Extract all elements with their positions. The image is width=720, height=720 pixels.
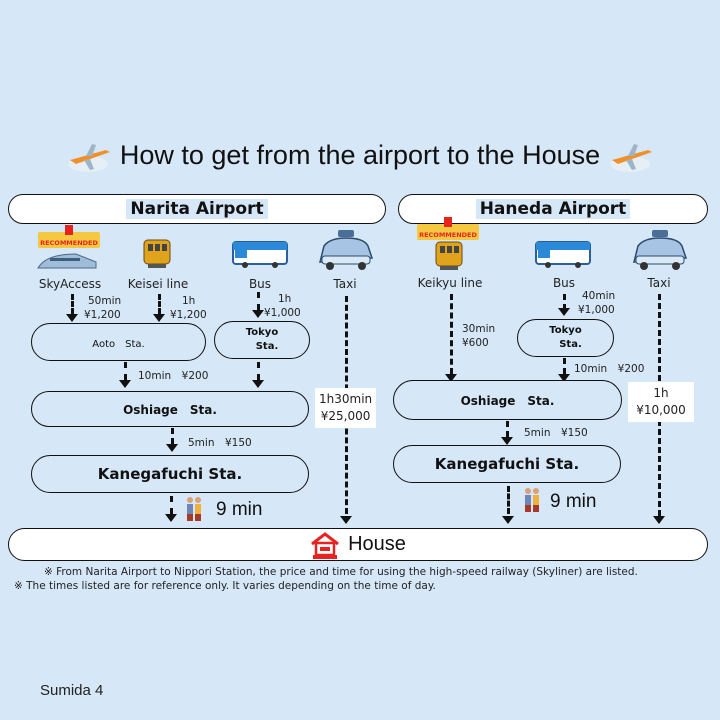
oshiage-kanegafuchi-fare: 5min ¥150 [188, 437, 252, 449]
station-kanegafuchi-label: Kanegafuchi Sta. [97, 465, 243, 483]
house-label: House [348, 533, 406, 555]
route-line [563, 294, 566, 310]
station-kanegafuchi-narita: Kanegafuchi Sta. [31, 455, 309, 493]
mode-label-taxi: Taxi [333, 277, 357, 291]
route-line [257, 362, 260, 380]
route-line [507, 486, 510, 514]
arrow-down-icon [340, 516, 352, 524]
keikyu-time: 30min [462, 323, 496, 335]
keisei-time: 1h [182, 295, 196, 307]
skyaccess-time: 50min [88, 295, 122, 307]
arrow-down-icon [165, 514, 177, 522]
arrow-down-icon [252, 380, 264, 388]
svg-text:RECOMMENDED: RECOMMENDED [40, 239, 98, 247]
title-text: How to get from the airport to the House [119, 140, 601, 171]
mode-label-taxi: Taxi [647, 276, 671, 290]
mode-label-bus: Bus [248, 277, 272, 291]
station-tokyo-haneda: Tokyo Sta. [517, 319, 614, 357]
station-oshiage-label: Oshiage Sta. [460, 393, 555, 408]
arrow-down-icon [252, 310, 264, 318]
route-line [450, 294, 453, 374]
station-tokyo-label-sta: Sta. [255, 341, 279, 352]
mode-label-bus: Bus [552, 276, 576, 290]
station-tokyo-narita: Tokyo Sta. [214, 321, 310, 359]
arrow-down-icon [166, 444, 178, 452]
note-reference-times: ※ The times listed are for reference onl… [14, 580, 436, 592]
station-tokyo-label-sta: Sta. [559, 339, 582, 350]
recommended-badge: RECOMMENDED [417, 217, 479, 240]
station-tokyo-label: Tokyo [245, 327, 279, 338]
mode-label-keisei: Keisei line [127, 277, 189, 291]
narita-taxi-time: 1h30min [319, 392, 373, 406]
station-aoto-label: Aoto Sta. [92, 338, 145, 350]
narita-walk-time: 9 min [216, 499, 263, 520]
arrow-down-icon [501, 437, 513, 445]
haneda-taxi-fare: 1h ¥10,000 [628, 382, 694, 422]
walking-people-icon [187, 497, 201, 521]
haneda-oshiage-kanegafuchi-fare: 5min ¥150 [524, 427, 588, 439]
footer-label: Sumida 4 [40, 682, 104, 699]
narita-bus-price: ¥1,000 [264, 307, 301, 319]
skyaccess-price: ¥1,200 [84, 309, 121, 321]
arrow-down-icon [445, 374, 457, 382]
narita-header-label: Narita Airport [126, 199, 268, 219]
keisei-price: ¥1,200 [170, 309, 207, 321]
route-line [71, 294, 74, 314]
route-line [506, 421, 509, 437]
svg-text:RECOMMENDED: RECOMMENDED [419, 231, 477, 239]
haneda-bus-time: 40min [582, 290, 616, 302]
route-line [563, 358, 566, 374]
haneda-taxi-time: 1h [653, 386, 669, 400]
narita-taxi-fare: 1h30min ¥25,000 [315, 388, 377, 428]
train-icon [143, 239, 171, 268]
narita-bus-time: 1h [278, 293, 292, 305]
mode-label-skyaccess: SkyAccess [38, 277, 102, 291]
route-line [171, 428, 174, 444]
arrow-down-icon [558, 308, 570, 316]
house-destination: House [8, 528, 708, 561]
train-icon [435, 241, 463, 270]
aoto-oshiage-fare: 10min ¥200 [138, 370, 209, 382]
recommended-badge: RECOMMENDED [38, 225, 100, 248]
station-oshiage-label: Oshiage Sta. [123, 402, 217, 417]
arrow-down-icon [558, 374, 570, 382]
airplane-icon [68, 144, 111, 172]
arrow-down-icon [653, 516, 665, 524]
station-kanegafuchi-label: Kanegafuchi Sta. [434, 455, 580, 473]
haneda-airport-header: Haneda Airport [398, 194, 708, 224]
narita-airport-header: Narita Airport [8, 194, 386, 224]
arrow-down-icon [66, 314, 78, 322]
haneda-header-label: Haneda Airport [475, 199, 631, 219]
house-icon [311, 531, 340, 559]
haneda-taxi-price: ¥10,000 [636, 403, 686, 417]
page-title: How to get from the airport to the House [0, 140, 720, 174]
arrow-down-icon [502, 516, 514, 524]
walking-people-icon [525, 488, 539, 512]
arrow-down-icon [153, 314, 165, 322]
tokyo-oshiage-fare: 10min ¥200 [574, 363, 645, 375]
station-aoto: Aoto Sta. [31, 323, 206, 361]
route-line [158, 294, 161, 314]
route-line [170, 496, 173, 514]
narita-taxi-price: ¥25,000 [320, 409, 371, 423]
airplane-icon [609, 144, 652, 172]
station-oshiage-haneda: Oshiage Sta. [393, 380, 622, 420]
shinkansen-train-icon [37, 253, 97, 269]
route-line [257, 292, 260, 310]
arrow-down-icon [119, 380, 131, 388]
keikyu-price: ¥600 [462, 337, 489, 349]
haneda-bus-price: ¥1,000 [578, 304, 615, 316]
station-oshiage-narita: Oshiage Sta. [31, 391, 309, 427]
bus-icon [535, 241, 591, 268]
haneda-walk-time: 9 min [550, 491, 597, 512]
station-tokyo-label: Tokyo [549, 325, 582, 336]
note-skyliner: ※ From Narita Airport to Nippori Station… [44, 566, 638, 578]
route-line [124, 362, 127, 380]
taxi-icon [319, 230, 374, 270]
taxi-icon [633, 230, 688, 270]
bus-icon [232, 241, 288, 268]
station-kanegafuchi-haneda: Kanegafuchi Sta. [393, 445, 621, 483]
mode-label-keikyu: Keikyu line [417, 276, 483, 290]
